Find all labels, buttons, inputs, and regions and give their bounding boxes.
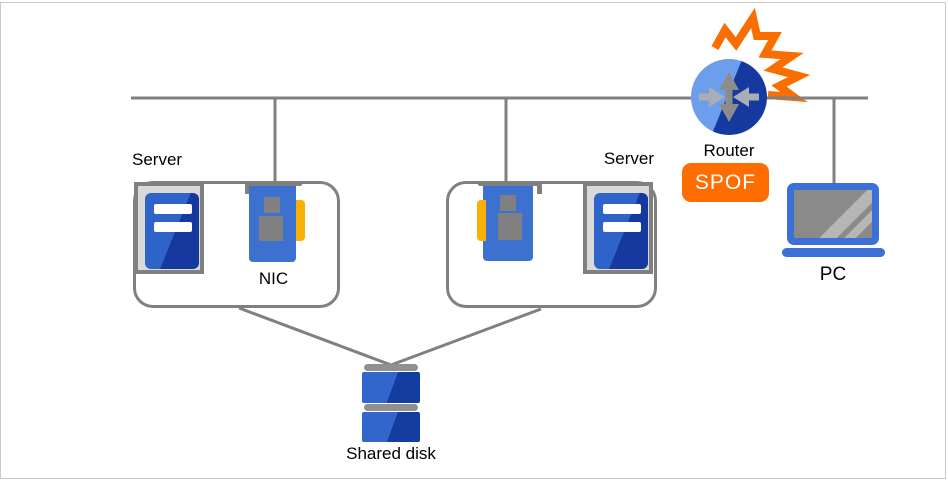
server-tower	[594, 193, 648, 269]
nic-icon-right	[477, 181, 542, 266]
server-group-right	[446, 181, 657, 308]
laptop-screen-glass	[794, 190, 872, 238]
disk-top-bar	[364, 364, 418, 371]
disk-mid-bar	[364, 404, 418, 411]
router-arrows-icon	[699, 72, 759, 122]
server-right-label: Server	[603, 149, 654, 168]
nic-icon-left	[245, 181, 306, 266]
shared-disk-label: Shared disk	[346, 444, 436, 463]
disk-platter-2	[362, 412, 420, 442]
server-icon-right	[583, 182, 653, 274]
laptop-icon	[787, 183, 879, 245]
spof-badge: SPOF	[682, 163, 769, 202]
server-tower	[145, 193, 199, 269]
laptop-base	[782, 248, 885, 257]
server-icon-left	[134, 182, 204, 274]
pc-label: PC	[819, 264, 847, 285]
disk-platter-1	[362, 372, 420, 403]
server-left-label: Server	[132, 150, 183, 169]
nic-label: NIC	[258, 269, 289, 288]
router-icon	[691, 59, 767, 135]
router-label: Router	[703, 141, 755, 160]
